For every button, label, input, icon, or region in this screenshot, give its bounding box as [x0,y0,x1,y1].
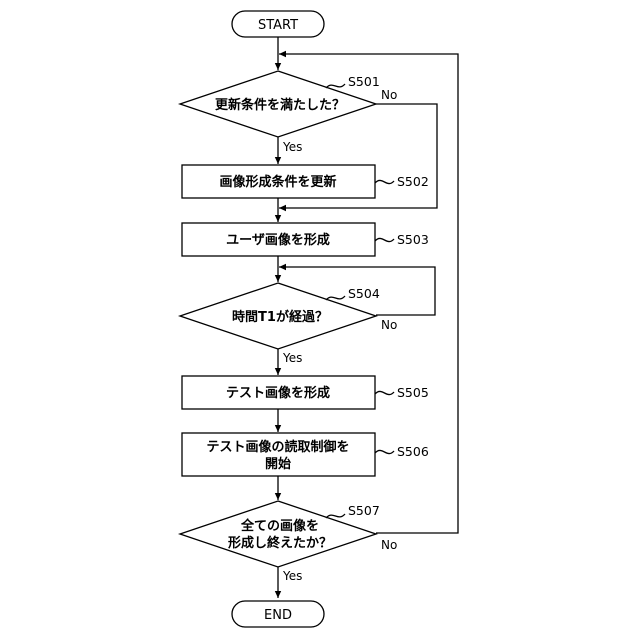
decision-s504-text: 時間T1が経過？ [232,309,328,325]
no-label-s501: No [381,88,397,102]
process-s505-text: テスト画像を形成 [226,385,330,401]
decision-s501-text: 更新条件を満たした？ [215,97,345,113]
leader-s505 [375,391,394,394]
decision-s507-text-line2: 形成し終えたか？ [228,535,332,551]
leader-s504 [326,296,345,300]
process-s502: 画像形成条件を更新 [182,165,375,198]
yes-label-s501: Yes [282,140,302,154]
step-id-s506: S506 [397,444,429,459]
decision-s501: 更新条件を満たした？ [180,71,376,137]
end-label: END [264,608,292,623]
decision-s504: 時間T1が経過？ [180,283,376,349]
no-label-s507: No [381,538,397,552]
process-s506-text-line1: テスト画像の読取制御を [206,439,349,455]
start-label: START [258,18,298,33]
decision-s507: 全ての画像を 形成し終えたか？ [180,501,376,567]
leader-s506 [375,450,394,453]
yes-label-s507: Yes [282,569,302,583]
step-id-s505: S505 [397,385,429,400]
leader-s503 [375,238,394,241]
step-id-s501: S501 [348,74,380,89]
yes-label-s504: Yes [282,351,302,365]
end-terminal: END [232,601,324,627]
process-s505: テスト画像を形成 [182,376,375,409]
leader-s507 [326,514,345,518]
step-id-s503: S503 [397,232,429,247]
step-id-s502: S502 [397,174,429,189]
process-s506-text-line2: 開始 [265,456,291,472]
start-terminal: START [232,11,324,37]
process-s502-text: 画像形成条件を更新 [219,174,336,190]
process-s506: テスト画像の読取制御を 開始 [182,433,375,476]
step-id-s507: S507 [348,503,380,518]
decision-s507-text-line1: 全ての画像を [240,518,319,534]
no-label-s504: No [381,318,397,332]
process-s503: ユーザ画像を形成 [182,223,375,256]
leader-s502 [375,180,394,183]
leader-s501 [326,84,345,88]
step-id-s504: S504 [348,286,380,301]
process-s503-text: ユーザ画像を形成 [226,232,330,248]
